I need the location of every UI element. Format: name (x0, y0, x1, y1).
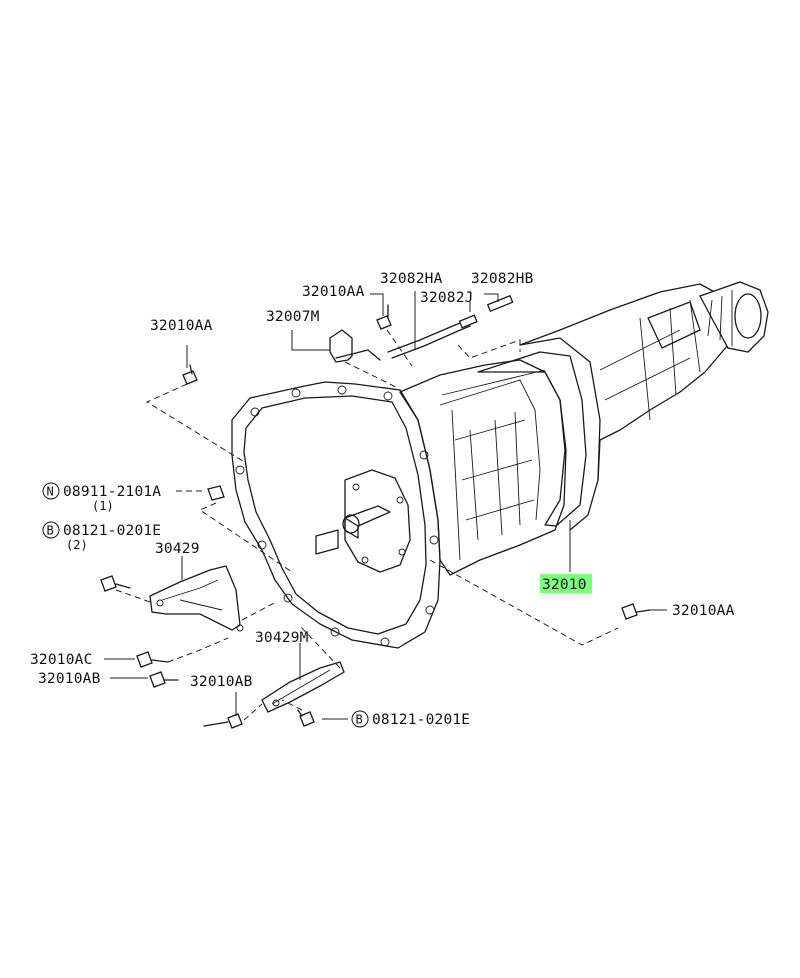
label-30429M: 30429M (255, 630, 309, 646)
flange-bolt-holes (235, 385, 439, 647)
bolt-32010AB-mid-icon (203, 713, 243, 729)
label-08911-2101A: 08911-2101A (63, 484, 161, 500)
label-32082HB: 32082HB (471, 271, 534, 287)
transmission-assembly (231, 281, 769, 649)
label-32010AA-top: 32010AA (302, 284, 365, 300)
label-32082J: 32082J (420, 290, 474, 306)
bearing-retainer (344, 469, 411, 573)
hose-32082 (387, 294, 514, 359)
label-32082HA: 32082HA (380, 271, 443, 287)
adapter-flange (477, 351, 587, 527)
bracket-30429M (261, 661, 345, 713)
label-32010AB-mid: 32010AB (190, 674, 253, 690)
extension-housing (519, 283, 731, 481)
bell-housing-inner-rim (243, 395, 427, 635)
label-32007M: 32007M (266, 309, 320, 325)
label-08121-0201E-a: 08121-0201E (63, 523, 161, 539)
leader-lines (104, 291, 667, 721)
part-labels: 32010AA 32010AA 32007M 32082HA 32082HB 3… (30, 271, 735, 728)
release-fork-window (315, 529, 339, 555)
bolt-08121-b-icon (297, 709, 315, 727)
nut-08911-icon (207, 485, 225, 501)
label-08121-a-qty: (2) (66, 538, 88, 552)
bolt-32010AA-right-icon (621, 603, 651, 620)
circled-n-icon: N (42, 482, 60, 500)
label-32010AA-topleft: 32010AA (150, 318, 213, 334)
label-32010AA-right: 32010AA (672, 603, 735, 619)
label-30429: 30429 (155, 541, 200, 557)
bracket-30429 (149, 565, 244, 632)
svg-text:B: B (47, 524, 54, 538)
bolt-32010AA-topleft-icon (182, 364, 198, 385)
input-shaft (344, 505, 391, 539)
adapter-flange-outer (519, 337, 601, 531)
shifter-opening (647, 301, 701, 349)
extension-ribs (599, 299, 701, 421)
bell-housing-flange (231, 381, 441, 649)
input-shaft-end (342, 514, 360, 534)
label-08911-qty: (1) (92, 499, 114, 513)
case-ribs (439, 369, 546, 561)
label-32010: 32010 (542, 577, 587, 593)
bolt-32010AC-icon (136, 651, 169, 668)
highlight-32010 (540, 574, 592, 593)
bolt-32010AA-top-icon (376, 304, 392, 330)
svg-text:N: N (47, 485, 54, 499)
bolt-08121-a-icon (100, 575, 131, 592)
svg-text:B: B (356, 713, 363, 727)
clip-32007M (329, 329, 381, 363)
circled-b-icon-a: B (42, 521, 60, 539)
label-08121-0201E-b: 08121-0201E (372, 712, 470, 728)
bolt-icons (100, 304, 651, 729)
rear-seal (734, 293, 762, 339)
label-32010AB-left: 32010AB (38, 671, 101, 687)
bolt-32010AB-left-icon (149, 671, 179, 688)
label-32010AC: 32010AC (30, 652, 93, 668)
circled-b-icon-b: B (351, 710, 369, 728)
